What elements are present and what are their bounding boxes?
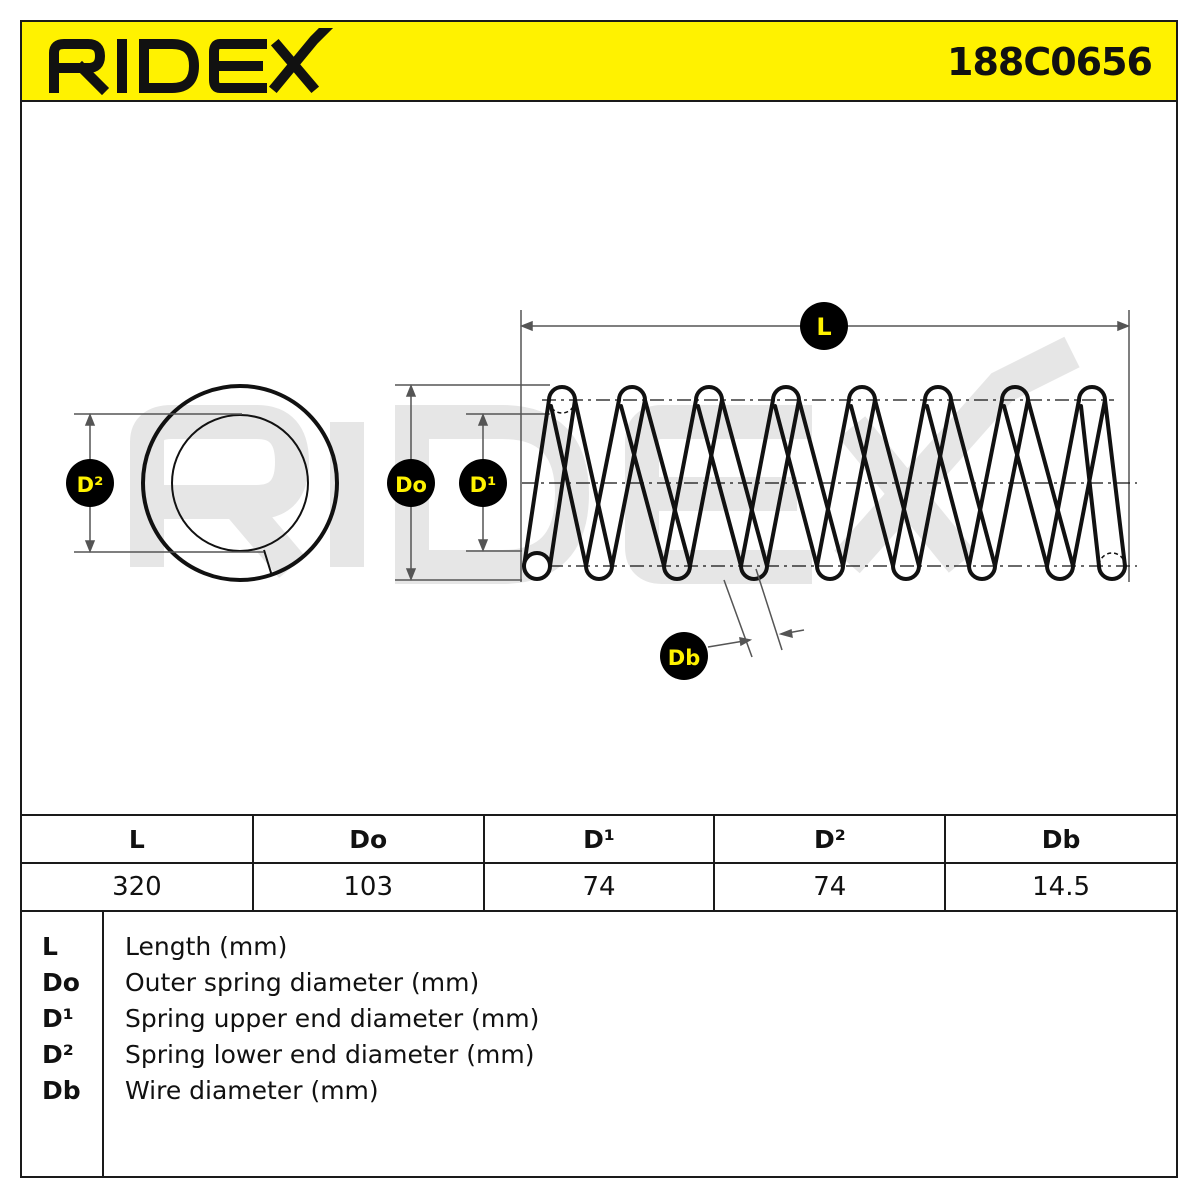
coil-segment: [917, 398, 953, 568]
coil-segment: [815, 564, 845, 581]
legend-item: D² Spring lower end diameter (mm): [22, 1038, 1176, 1074]
label-badge-d2: D²: [66, 459, 114, 507]
coil-segment: [619, 404, 666, 568]
label-badge-d1: D¹: [459, 459, 507, 507]
ridex-logo-mark: [49, 20, 334, 96]
legend-description: Length (mm): [125, 932, 288, 961]
legend-divider: [102, 912, 104, 1176]
coil-segment: [773, 404, 819, 568]
coil-segment: [547, 385, 577, 402]
coil-segment: [923, 385, 953, 402]
value-cell-l: 320: [22, 862, 254, 910]
coil-segment: [993, 398, 1030, 568]
legend-key: D²: [42, 1040, 74, 1069]
coil-segment: [891, 398, 927, 568]
coil-segment: [1045, 564, 1075, 581]
coil-segment: [873, 398, 921, 568]
label-badge-l: L: [800, 302, 848, 350]
legend-key: D¹: [42, 1004, 74, 1033]
dimensions-value-row: 320 103 74 74 14.5: [22, 862, 1176, 910]
coil-segment: [617, 385, 647, 402]
coil-segment: [548, 398, 577, 568]
coil-segment: [1103, 398, 1127, 568]
header-cell-d1: D¹: [483, 814, 716, 863]
coil-segment: [584, 398, 621, 568]
legend-key: Db: [42, 1076, 81, 1105]
coil-segment: [549, 404, 588, 568]
product-sheet: 188C0656: [20, 20, 1178, 1178]
header-cell-do: Do: [252, 814, 485, 863]
coil-segment: [610, 398, 647, 568]
header-bar: 188C0656: [22, 20, 1176, 102]
legend-item: Do Outer spring diameter (mm): [22, 966, 1176, 1002]
coil-segment: [696, 404, 743, 568]
coil-segment: [694, 385, 724, 402]
coil-segment: [1000, 385, 1030, 402]
legend-description: Spring upper end diameter (mm): [125, 1004, 540, 1033]
dimensions-header-row: L Do D¹ D² Db: [22, 814, 1176, 863]
part-number: 188C0656: [947, 40, 1153, 84]
header-cell-db: Db: [945, 814, 1176, 863]
coil-segment: [841, 398, 877, 568]
coil-segment: [662, 564, 692, 581]
coil-segment: [584, 564, 614, 581]
coil-segment: [643, 398, 692, 568]
coil-segment: [1079, 404, 1101, 568]
coil-segment: [847, 385, 877, 402]
coil-segment: [815, 398, 851, 568]
db-dimension: [707, 568, 805, 658]
label-d1: D¹: [470, 473, 497, 497]
dimensions-table: L Do D¹ D² Db 320 103 74 74 14.5: [22, 814, 1176, 910]
label-do: Do: [395, 473, 427, 497]
label-d2: D²: [77, 473, 104, 497]
ridex-logo: [44, 20, 334, 100]
coil-segment: [1077, 385, 1107, 402]
coil-segment: [522, 398, 551, 568]
legend-item: L Length (mm): [22, 930, 1176, 966]
spring-diagram: L Do D¹ D² Db: [66, 302, 1137, 680]
coil-segment: [1097, 564, 1127, 581]
value-cell-d2: 74: [714, 862, 947, 910]
label-badge-db: Db: [660, 632, 708, 680]
value-cell-d1: 74: [483, 862, 716, 910]
coil-segment: [771, 385, 801, 402]
value-cell-db: 14.5: [945, 862, 1176, 910]
legend-description: Outer spring diameter (mm): [125, 968, 480, 997]
value-cell-do: 103: [252, 862, 485, 910]
legend-key: L: [42, 932, 58, 961]
legend-item: Db Wire diameter (mm): [22, 1074, 1176, 1110]
coil-segment: [925, 404, 971, 568]
coil-segment: [573, 398, 614, 568]
label-l: L: [816, 313, 831, 341]
coil-segment: [765, 398, 801, 568]
coil-segment: [688, 398, 724, 568]
header-cell-l: L: [22, 814, 254, 863]
coil-segment: [967, 398, 1004, 568]
label-db: Db: [668, 646, 700, 670]
spring-side-view: [522, 385, 1137, 581]
legend-description: Spring lower end diameter (mm): [125, 1040, 535, 1069]
coil-segment: [720, 398, 769, 568]
legend-key: Do: [42, 968, 80, 997]
coil-segment: [891, 564, 921, 581]
coil-segment: [1026, 398, 1075, 568]
coil-segment: [967, 564, 997, 581]
legend: L Length (mm) Do Outer spring diameter (…: [22, 910, 1176, 1176]
coil-segment: [849, 404, 895, 568]
coil-segment: [949, 398, 997, 568]
coil-segment: [1002, 404, 1049, 568]
coil-segment: [739, 398, 775, 568]
legend-description: Wire diameter (mm): [125, 1076, 379, 1105]
legend-item: D¹ Spring upper end diameter (mm): [22, 1002, 1176, 1038]
coil-segment: [797, 398, 845, 568]
coil-segment: [1045, 398, 1081, 568]
header-cell-d2: D²: [714, 814, 947, 863]
coil-segment: [662, 398, 698, 568]
label-badge-do: Do: [387, 459, 435, 507]
ridex-watermark: [130, 336, 1080, 584]
spring-end-view: [141, 384, 339, 582]
coil-segment: [739, 564, 769, 581]
